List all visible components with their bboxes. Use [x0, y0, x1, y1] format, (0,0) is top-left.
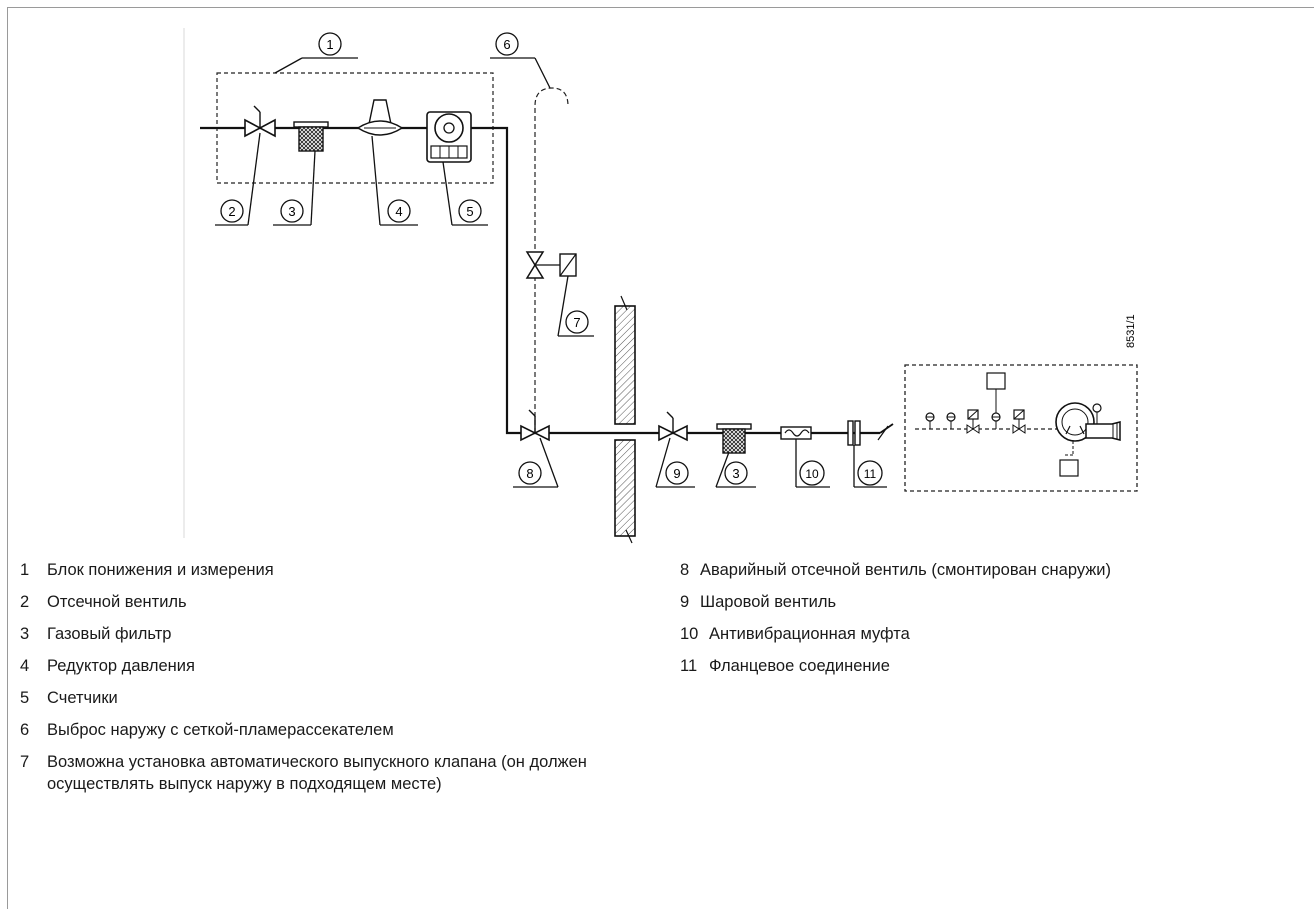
legend-item-number: 2: [20, 593, 30, 611]
callout-3b-label: 3: [732, 466, 739, 481]
drawing-code: 8531/1: [1125, 314, 1137, 348]
legend-item-number: 5: [20, 689, 30, 707]
callout-5-label: 5: [466, 204, 473, 219]
burner-head-icon: [1055, 402, 1121, 442]
callout-4: 4: [371, 135, 418, 226]
callout-8-label: 8: [526, 466, 533, 481]
gas-line-schematic: 1 6 2 3 4 5 7 8: [183, 28, 1138, 544]
solenoid-valve-icon: [966, 409, 980, 434]
legend-item-text: Редуктор давления: [47, 657, 195, 675]
pressure-gauge-icon: [991, 412, 1001, 429]
callout-7-label: 7: [573, 315, 580, 330]
legend-item-number: 3: [20, 625, 30, 643]
legend-item-text: Шаровой вентиль: [700, 593, 837, 611]
pressure-gauge-icon: [925, 412, 935, 429]
legend-item-text: Отсечной вентиль: [47, 593, 187, 611]
ball-valve-icon: [658, 411, 688, 442]
legend-right: 8 Аварийный отсечной вентиль (смонтирова…: [680, 559, 1310, 687]
gas-meter-icon: [426, 111, 472, 163]
callout-11: 11: [853, 445, 887, 488]
callout-1-label: 1: [326, 37, 333, 52]
legend-item: 6 Выброс наружу с сеткой-пламерассекател…: [20, 719, 660, 741]
legend-item: 1 Блок понижения и измерения: [20, 559, 660, 581]
legend-item-text: Счетчики: [47, 689, 118, 707]
emergency-shutoff-valve-icon: [520, 409, 550, 442]
callout-3b: 3: [715, 451, 756, 488]
legend-item-text: Аварийный отсечной вентиль (смонтирован …: [700, 561, 1112, 579]
vent-line: [534, 87, 569, 433]
page-frame: [7, 7, 1314, 909]
main-gas-pipe: [200, 126, 880, 435]
callout-8: 8: [513, 437, 559, 488]
legend-item-number: 8: [680, 561, 690, 579]
legend-item-number: 10: [680, 625, 699, 643]
legend-item: 11 Фланцевое соединение: [680, 655, 1310, 677]
callout-11-label: 11: [864, 467, 877, 481]
legend-left: 1 Блок понижения и измерения 2 Отсечной …: [20, 559, 660, 805]
legend-item-text: Возможна установка автоматического выпус…: [47, 753, 587, 793]
anti-vibration-joint-icon: [780, 426, 812, 440]
callout-10: 10: [795, 439, 830, 488]
callout-9: 9: [655, 437, 695, 488]
callout-1: 1: [274, 32, 358, 74]
pressure-reducer-icon: [356, 99, 404, 136]
legend-item: 2 Отсечной вентиль: [20, 591, 660, 613]
flange-connection-icon: [847, 420, 861, 446]
wall-section: [614, 295, 636, 544]
legend-item-text: Выброс наружу с сеткой-пламерассекателем: [47, 721, 394, 739]
legend-item-number: 7: [20, 753, 30, 771]
legend-item: 3 Газовый фильтр: [20, 623, 660, 645]
legend-item-number: 4: [20, 657, 30, 675]
callout-6-label: 6: [503, 37, 510, 52]
legend-item: 5 Счетчики: [20, 687, 660, 709]
control-box-icon: [1059, 441, 1079, 477]
control-box-icon: [986, 372, 1006, 413]
legend-item-text: Газовый фильтр: [47, 625, 172, 643]
legend-item: 8 Аварийный отсечной вентиль (смонтирова…: [680, 559, 1310, 581]
legend-item-number: 11: [680, 657, 698, 675]
gas-filter-icon: [716, 423, 752, 454]
legend-item: 4 Редуктор давления: [20, 655, 660, 677]
legend-item-text: Блок понижения и измерения: [47, 561, 274, 579]
callout-9-label: 9: [673, 466, 680, 481]
gas-filter-icon: [293, 121, 329, 152]
callout-4-label: 4: [395, 204, 402, 219]
burner-gas-train: [904, 364, 1138, 492]
callout-2: 2: [215, 132, 261, 226]
legend-item: 10 Антивибрационная муфта: [680, 623, 1310, 645]
callout-3-label: 3: [288, 204, 295, 219]
callout-7: 7: [557, 275, 594, 337]
callout-2-label: 2: [228, 204, 235, 219]
callout-5: 5: [442, 161, 488, 226]
legend-item-text: Фланцевое соединение: [709, 657, 890, 675]
legend-item: 9 Шаровой вентиль: [680, 591, 1310, 613]
callout-6: 6: [490, 32, 551, 89]
callout-3: 3: [273, 150, 316, 226]
legend-item: 7 Возможна установка автоматического вып…: [20, 751, 650, 795]
legend-item-number: 1: [20, 561, 30, 579]
legend-item-text: Антивибрационная муфта: [709, 625, 910, 643]
legend-item-number: 6: [20, 721, 30, 739]
shutoff-valve-icon: [244, 105, 276, 138]
callout-10-label: 10: [805, 467, 819, 481]
pressure-gauge-icon: [946, 412, 956, 429]
solenoid-valve-icon: [1012, 409, 1026, 434]
legend-item-number: 9: [680, 593, 690, 611]
automatic-vent-valve-icon: [525, 251, 577, 279]
